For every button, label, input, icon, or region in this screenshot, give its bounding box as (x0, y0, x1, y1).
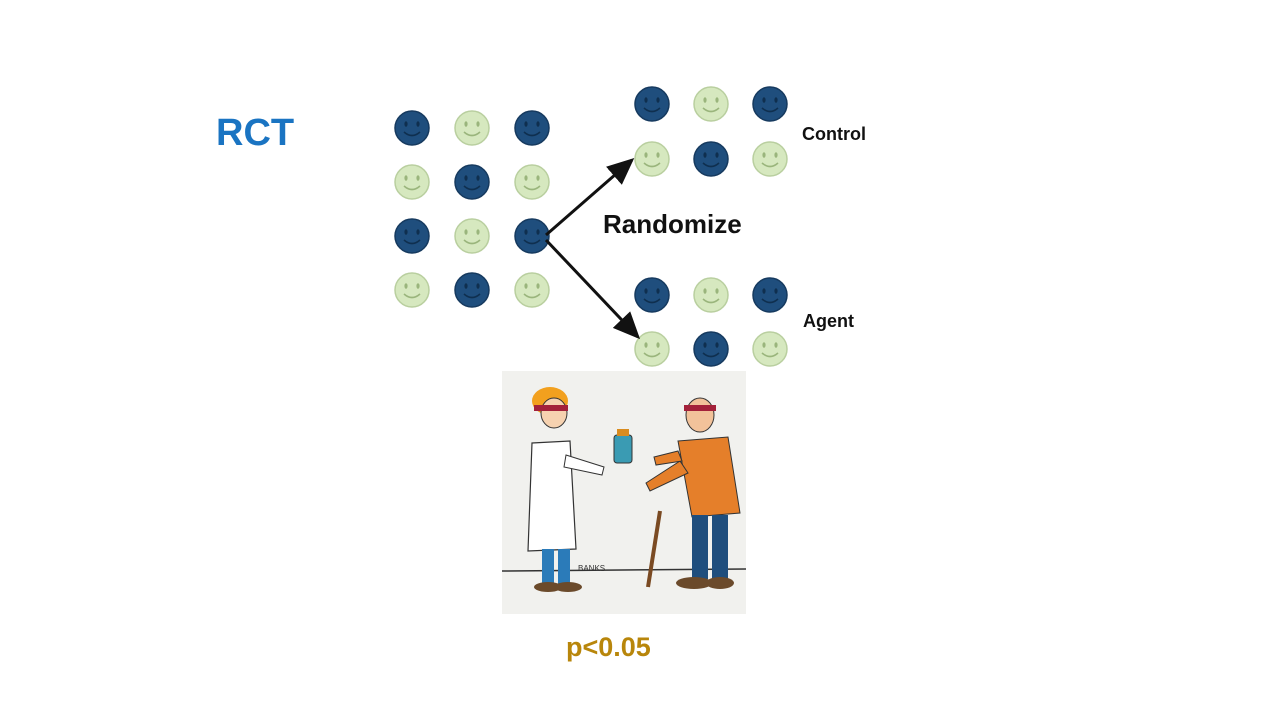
population-smiley-dark-icon (394, 218, 430, 254)
patient-figure (645, 397, 741, 589)
arrow-to-control (545, 158, 635, 237)
blindfolded-trial-cartoon: BANKS (502, 371, 746, 614)
population-smiley-light-icon (454, 218, 490, 254)
population-group (394, 110, 550, 308)
control-label: Control (802, 124, 866, 144)
agent-label: Agent (803, 311, 854, 331)
population-smiley-dark-icon (454, 272, 490, 308)
agent-smiley-dark-icon (634, 277, 670, 313)
population-smiley-light-icon (394, 164, 430, 200)
agent-smiley-light-icon (634, 331, 670, 367)
population-smiley-light-icon (454, 110, 490, 146)
population-smiley-light-icon (514, 164, 550, 200)
control-smiley-dark-icon (693, 141, 729, 177)
control-smiley-light-icon (634, 141, 670, 177)
population-smiley-dark-icon (514, 218, 550, 254)
agent-smiley-light-icon (693, 277, 729, 313)
agent-group (634, 277, 788, 367)
agent-smiley-dark-icon (752, 277, 788, 313)
control-smiley-dark-icon (752, 86, 788, 122)
population-smiley-light-icon (394, 272, 430, 308)
arrow-to-agent (544, 238, 641, 340)
population-smiley-dark-icon (514, 110, 550, 146)
population-smiley-light-icon (514, 272, 550, 308)
randomize-label: Randomize (603, 209, 742, 239)
control-smiley-light-icon (752, 141, 788, 177)
control-smiley-dark-icon (634, 86, 670, 122)
agent-smiley-light-icon (752, 331, 788, 367)
population-smiley-dark-icon (394, 110, 430, 146)
control-smiley-light-icon (693, 86, 729, 122)
medicine-bottle-icon (613, 434, 633, 464)
control-group (634, 86, 788, 177)
cartoon-signature: BANKS (578, 564, 605, 573)
slide-title: RCT (216, 112, 295, 154)
p-value-label: p<0.05 (566, 632, 651, 662)
agent-smiley-dark-icon (693, 331, 729, 367)
cartoon-illustration-icon: BANKS (502, 387, 746, 592)
doctor-figure (527, 387, 605, 592)
population-smiley-dark-icon (454, 164, 490, 200)
